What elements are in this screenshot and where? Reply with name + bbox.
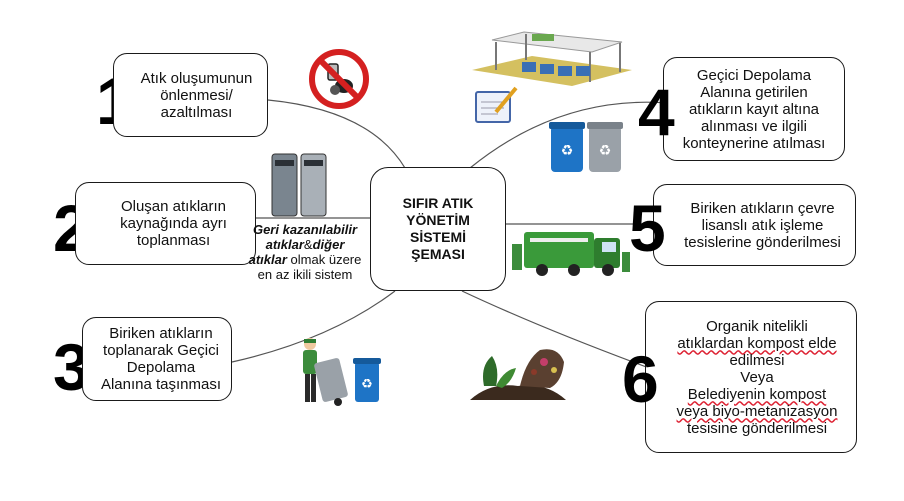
center-title-line: SIFIR ATIK — [402, 195, 474, 211]
step-2-box: Oluşan atıkların kaynağında ayrı toplanm… — [75, 182, 256, 265]
step-6-line: Belediyenin kompost — [687, 385, 827, 403]
note-bold: Geri kazanılabilir — [252, 222, 358, 237]
step-2-line: kaynağında ayrı — [120, 215, 227, 232]
step-2-line: toplanması — [136, 232, 211, 249]
step-6-box: Organik nitelikli atıklardan kompost eld… — [645, 301, 857, 453]
step-6-line: veya biyo-metanizasyon — [676, 402, 838, 420]
step-1-line: Atık oluşumunun — [140, 69, 253, 87]
step-5-box: Biriken atıkların çevre lisanslı atık iş… — [653, 184, 856, 266]
note-bold: atıklar — [265, 237, 304, 252]
step-1-box: Atık oluşumunun önlenmesi/ azaltılması — [113, 53, 268, 137]
step-6-line: edilmesi — [729, 351, 785, 369]
step-1-line: azaltılması — [160, 103, 233, 121]
center-title-line: ŞEMASI — [411, 246, 465, 262]
recycling-bins-icon: ♻ ♻ — [549, 122, 623, 172]
svg-text:♻: ♻ — [361, 376, 373, 391]
separate-bins-icon — [271, 153, 327, 217]
garbage-truck-icon — [512, 232, 630, 276]
step-3-line: Alanına taşınması — [100, 376, 222, 393]
step-6-line: Organik nitelikli — [706, 317, 808, 335]
step-3-box: Biriken atıkların toplanarak Geçici Depo… — [82, 317, 232, 401]
step-4-number: 4 — [638, 75, 675, 149]
center-title-box: SIFIR ATIK YÖNETİM SİSTEMİ ŞEMASI — [370, 167, 506, 291]
step-3-line: Biriken atıkların — [109, 325, 213, 342]
center-title-line: YÖNETİM — [406, 212, 470, 228]
note-text: olmak üzere — [286, 252, 362, 267]
step-4-line: Geçici Depolama — [696, 66, 812, 84]
step-2-line: Oluşan atıkların — [120, 198, 227, 215]
connector-3 — [231, 290, 396, 363]
step-6-line: atıklardan kompost elde — [677, 334, 837, 352]
step-6-line: Veya — [740, 368, 774, 386]
note-amp: & — [303, 237, 313, 252]
compost-icon — [470, 349, 566, 400]
step-5-line: lisanslı atık işleme — [701, 216, 824, 234]
connector-1 — [267, 99, 406, 169]
step-6-number: 6 — [622, 342, 659, 416]
step-5-line: tesislerine gönderilmesi — [684, 233, 841, 251]
notepad-icon — [475, 86, 518, 123]
separation-note: Geri kazanılabilir atıklar&diğer atıklar… — [232, 222, 378, 282]
step-3-line: toplanarak Geçici — [103, 342, 219, 359]
worker-bin-icon: ♻ — [303, 338, 381, 406]
step-6-line: tesisine gönderilmesi — [686, 419, 828, 437]
step-3-line: Depolama — [126, 359, 196, 376]
connector-6 — [461, 290, 661, 373]
step-4-line: atıkların kayıt altına — [688, 100, 820, 118]
connector-4 — [469, 101, 669, 169]
svg-text:♻: ♻ — [599, 142, 612, 158]
step-4-line: alınması ve ilgili — [701, 117, 807, 135]
svg-text:♻: ♻ — [561, 142, 574, 158]
step-4-line: konteynerine atılması — [682, 134, 826, 152]
step-4-line: Alanına getirilen — [700, 83, 808, 101]
step-4-box: Geçici Depolama Alanına getirilen atıkla… — [663, 57, 845, 161]
note-bold: diğer — [312, 237, 345, 252]
step-1-line: önlenmesi/ — [160, 86, 233, 104]
storage-shelter-icon — [472, 31, 632, 86]
note-bold: atıklar — [248, 252, 287, 267]
no-waste-icon — [309, 49, 369, 109]
step-5-number: 5 — [629, 191, 666, 265]
note-text: en az ikili sistem — [257, 267, 353, 282]
step-5-line: Biriken atıkların çevre — [690, 199, 835, 217]
center-title-line: SİSTEMİ — [409, 229, 466, 245]
